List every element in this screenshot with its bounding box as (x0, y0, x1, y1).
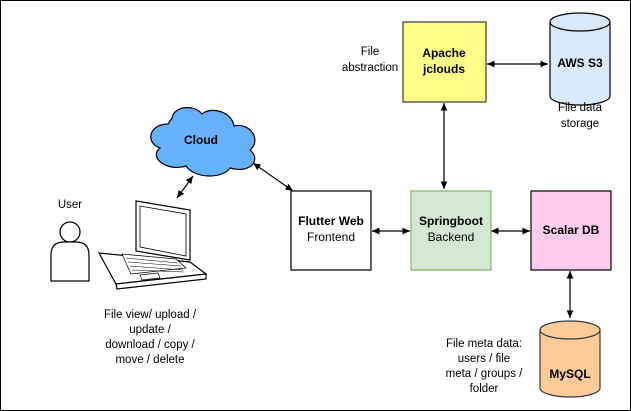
scalar-db-node: Scalar DB (530, 190, 612, 271)
laptop-icon (97, 200, 208, 290)
aws-s3-label: AWS S3 (557, 56, 603, 70)
springboot-label-line2: Backend (428, 230, 475, 244)
note-line: abstraction (342, 62, 398, 74)
note-line: File data (558, 102, 603, 114)
note-line: folder (470, 383, 499, 395)
file-operations-note: File view/ upload / update / download / … (104, 309, 197, 366)
user-label: User (58, 199, 82, 211)
flutter-web-node: Flutter Web Frontend (290, 190, 372, 271)
jclouds-node: Apache jclouds (402, 21, 487, 103)
note-line: File view/ upload / (104, 309, 197, 321)
file-data-storage-note: File data storage (558, 102, 603, 130)
note-line: download / copy / (105, 339, 195, 351)
connector-cloud-laptop (176, 175, 194, 199)
flutter-label-line2: Frontend (307, 230, 355, 244)
note-line: move / delete (115, 354, 184, 366)
scalar-db-label: Scalar DB (543, 223, 600, 237)
file-meta-note: File meta data: users / file meta / grou… (446, 338, 524, 395)
user-node: User (50, 199, 90, 282)
springboot-node: Springboot Backend (410, 190, 492, 271)
note-line: update / (129, 324, 171, 336)
mysql-node: MySQL (539, 320, 601, 398)
note-line: File (361, 46, 380, 58)
connector-cloud-flutter (252, 162, 294, 192)
mysql-label: MySQL (549, 367, 590, 381)
note-line: meta / groups / (446, 368, 524, 380)
user-icon (50, 221, 90, 282)
aws-s3-node: AWS S3 (549, 12, 611, 106)
note-line: users / file (458, 353, 510, 365)
springboot-label-line1: Springboot (419, 214, 483, 228)
jclouds-label-line1: Apache (422, 46, 466, 60)
flutter-label-line1: Flutter Web (298, 214, 364, 228)
file-abstraction-note: File abstraction (342, 46, 398, 74)
cloud-label: Cloud (184, 133, 218, 147)
jclouds-label-line2: jclouds (422, 62, 465, 76)
note-line: storage (561, 118, 599, 130)
cloud-node: Cloud (150, 107, 256, 177)
note-line: File meta data: (446, 338, 522, 350)
